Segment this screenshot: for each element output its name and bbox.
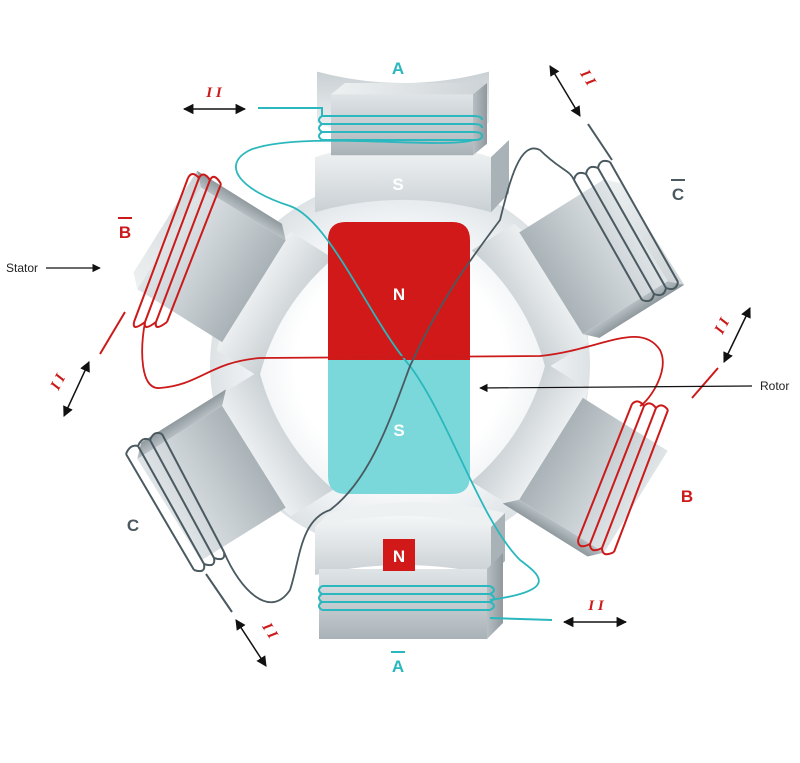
phase-label-b: B [681, 487, 693, 506]
wire-b [141, 321, 664, 407]
current-arrow-c: I I [235, 619, 281, 667]
current-arrow-b: I I [711, 307, 751, 363]
current-arrow-a-bar: I I [562, 598, 628, 628]
coil-b-bar [99, 173, 222, 355]
phase-label-a-bar: A [392, 657, 404, 676]
stator-top-pole-label: S [392, 175, 403, 194]
current-label-b: I I [711, 315, 733, 338]
current-label-a-bar: I I [587, 598, 605, 614]
rotor-south-label: S [393, 421, 404, 440]
coil-b [577, 367, 719, 556]
stator-bottom-pole-badge [383, 539, 415, 571]
coil-a [258, 107, 483, 141]
phase-label-a: A [392, 59, 404, 78]
wire-a [235, 139, 540, 601]
stator-pole-a [315, 71, 509, 213]
coil-c [125, 431, 233, 613]
stator-pole-c [137, 370, 334, 561]
phase-label-b-bar: B [119, 223, 131, 242]
phase-label-c: C [127, 516, 139, 535]
rotor: N S [328, 222, 470, 494]
rotor-annotation: Rotor [479, 379, 789, 393]
current-arrow-a: I I [182, 85, 247, 115]
phase-label-c-bar: C [672, 185, 684, 204]
current-label-c: I I [258, 619, 281, 642]
rotor-south [328, 360, 470, 494]
rotor-north [328, 222, 470, 360]
current-label-a: I I [205, 85, 223, 101]
wire-c [223, 147, 575, 604]
rotor-annotation-label: Rotor [760, 379, 789, 393]
current-label-c-bar: I I [576, 66, 599, 89]
coil-a-bar [318, 585, 553, 621]
current-arrow-b-bar: I I [47, 361, 90, 417]
stator-annotation: Stator [6, 261, 101, 275]
coil-c-bar [573, 123, 679, 303]
current-arrow-c-bar: I I [549, 65, 599, 117]
current-label-b-bar: I I [47, 371, 69, 394]
rotor-north-label: N [393, 285, 405, 304]
stator-bottom-pole-label: N [393, 547, 405, 566]
stator-annotation-label: Stator [6, 261, 38, 275]
